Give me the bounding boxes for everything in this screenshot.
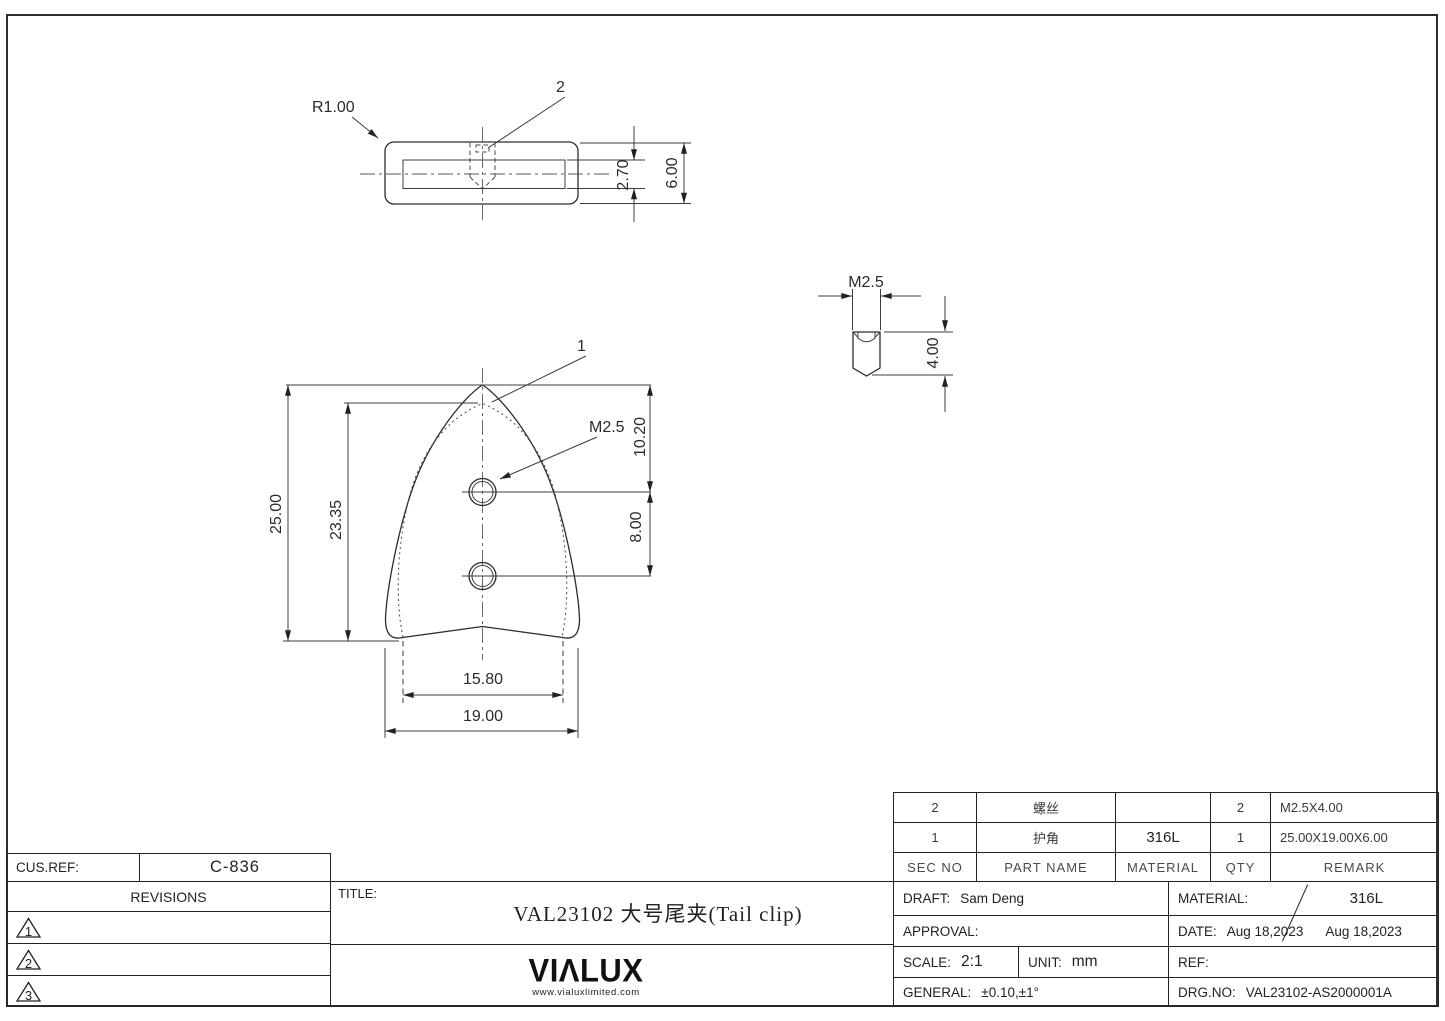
logo-cell: VIΛLUX www.vialuxlimited.com: [330, 944, 894, 1007]
bom-cell: 螺丝: [976, 792, 1116, 823]
bom-cell: M2.5X4.00: [1270, 792, 1439, 823]
unit-cell: UNIT:mm: [1018, 946, 1169, 978]
dim-hole-offset: 10.20: [632, 417, 649, 457]
scale-value: 2:1: [961, 953, 983, 970]
date-cell: DATE: Aug 18,2023 Aug 18,2023: [1168, 915, 1439, 947]
revision-row-3: 3: [6, 975, 331, 1007]
dim-screw-length: 4.00: [925, 337, 942, 368]
scale-cell: SCALE:2:1: [893, 946, 1019, 978]
bom-header-remark: REMARK: [1270, 852, 1439, 882]
bom-cell: [1115, 792, 1211, 823]
date-value-2: Aug 18,2023: [1325, 923, 1402, 939]
revision-row-1: 1: [6, 911, 331, 944]
dim-hole-spacing: 8.00: [628, 511, 645, 542]
cus-ref-value: C-836: [210, 858, 260, 876]
revisions-header: REVISIONS: [6, 881, 331, 912]
svg-text:2: 2: [25, 956, 32, 971]
bom-header-sec-no: SEC NO: [893, 852, 977, 882]
bom-cell: 护角: [976, 822, 1116, 853]
general-value: ±0.10,±1°: [981, 984, 1040, 1000]
general-cell: GENERAL:±0.10,±1°: [893, 977, 1169, 1007]
screw-view: M2.5 4.00: [818, 274, 953, 412]
bom-cell: 25.00X19.00X6.00: [1270, 822, 1439, 853]
company-logo: VIΛLUX www.vialuxlimited.com: [528, 952, 644, 998]
draft-cell: DRAFT:Sam Deng: [893, 881, 1169, 916]
revision-triangle-icon: 1: [15, 917, 42, 939]
drg-no-value: VAL23102-AS2000001A: [1245, 984, 1392, 1000]
callout-2-leader: [487, 96, 566, 149]
bom-header-part-name: PART NAME: [976, 852, 1116, 882]
dim-radius: R1.00: [312, 99, 355, 116]
bom-header-material: MATERIAL: [1115, 852, 1211, 882]
front-view: 1 M2.5 25.00 23.35 10.20 8.00 15.80 19.0…: [268, 338, 653, 738]
revision-triangle-icon: 3: [15, 980, 42, 1003]
callout-1-leader: [491, 355, 587, 403]
logo-wordmark: VIΛLUX: [528, 952, 644, 989]
logo-url: www.vialuxlimited.com: [532, 987, 640, 998]
screw-hidden-outline: [469, 143, 496, 190]
title-label: TITLE:: [338, 886, 378, 901]
drawing-title: VAL23102 大号尾夹(Tail clip): [513, 902, 803, 926]
ref-cell: REF:: [1168, 946, 1439, 978]
material-value: 316L: [1349, 890, 1383, 907]
material-cell: MATERIAL: 316L: [1168, 881, 1439, 916]
thread-leader: [499, 436, 598, 480]
revision-row-2: 2: [6, 943, 331, 976]
dim-overall-width: 19.00: [463, 708, 503, 725]
radius-leader: [351, 116, 379, 139]
cus-ref-label-cell: CUS.REF:: [6, 853, 140, 882]
dim-thread-front: M2.5: [589, 419, 625, 436]
date-value-1: Aug 18,2023: [1226, 923, 1304, 939]
top-view: R1.00 2 2.70 6.00: [312, 79, 691, 222]
bom-cell: 2: [1210, 792, 1271, 823]
bom-cell: 1: [893, 822, 977, 853]
draft-value: Sam Deng: [960, 891, 1025, 906]
bom-cell: 1: [1210, 822, 1271, 853]
callout-1: 1: [577, 338, 586, 355]
dim-overall-height: 25.00: [268, 494, 285, 534]
callout-2: 2: [556, 79, 565, 96]
cus-ref-label: CUS.REF:: [16, 860, 80, 875]
cus-ref-value-cell: C-836: [139, 853, 331, 882]
dim-slot-thickness: 2.70: [615, 159, 632, 190]
bom-cell: 316L: [1115, 822, 1211, 853]
unit-value: mm: [1071, 953, 1098, 970]
revision-triangle-icon: 2: [15, 949, 42, 971]
dim-blade-height: 23.35: [328, 500, 345, 540]
svg-text:3: 3: [25, 988, 32, 1003]
dim-thread-screw: M2.5: [848, 274, 884, 291]
bom-cell: 2: [893, 792, 977, 823]
bom-header-qty: QTY: [1210, 852, 1271, 882]
approval-cell: APPROVAL:: [893, 915, 1169, 947]
svg-text:1: 1: [25, 924, 32, 939]
dim-thickness: 6.00: [664, 157, 681, 188]
title-cell: TITLE: VAL23102 大号尾夹(Tail clip): [330, 881, 894, 945]
dim-slot-width: 15.80: [463, 671, 503, 688]
revisions-label: REVISIONS: [130, 888, 207, 905]
drg-no-cell: DRG.NO:VAL23102-AS2000001A: [1168, 977, 1439, 1007]
